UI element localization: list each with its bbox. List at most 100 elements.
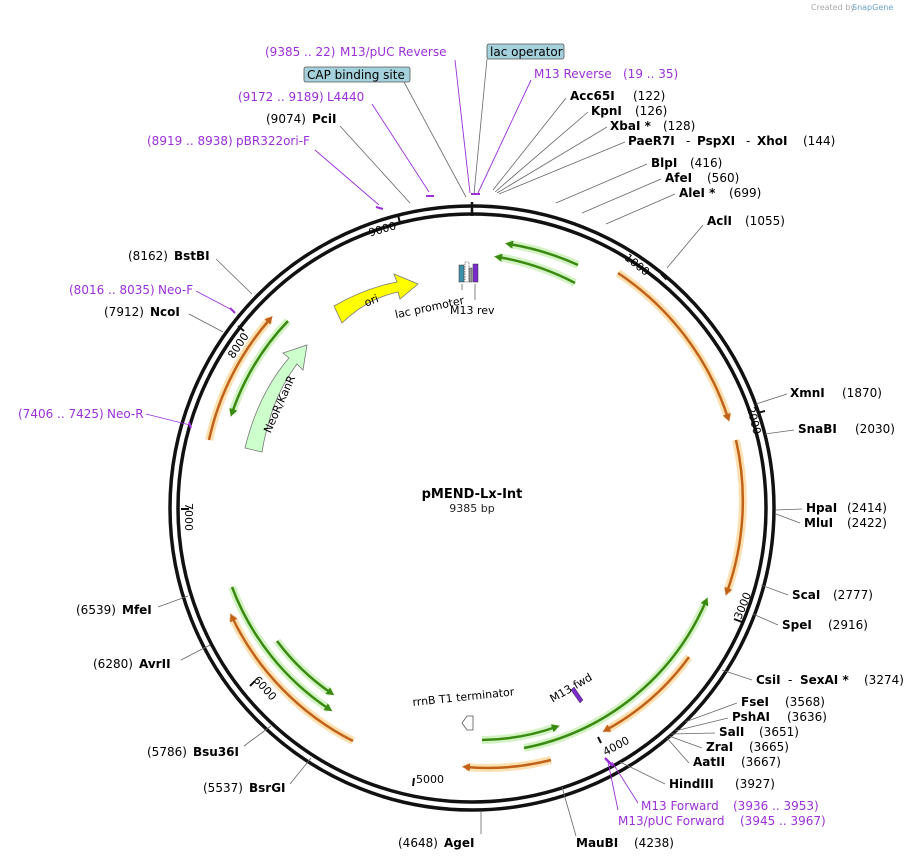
primer-neo-r[interactable]: (7406 .. 7425) Neo-R	[18, 407, 144, 421]
enzyme-spei-pos: (2916)	[828, 618, 868, 632]
primer-pbr322ori-f-name: pBR322ori-F	[236, 134, 310, 148]
cap-binding-site-box[interactable]: CAP binding site	[303, 66, 411, 83]
svg-text:-: -	[686, 134, 690, 148]
primer-neo-r-name: Neo-R	[107, 407, 144, 421]
enzyme-fsei[interactable]: FseI (3568)	[741, 695, 825, 709]
enzyme-hindiii[interactable]: HindIII (3927)	[669, 777, 775, 791]
primer-m13-reverse[interactable]: M13 Reverse (19 .. 35)	[534, 67, 678, 81]
enzyme-paer7i-pspxi-xhoi[interactable]: PaeR7I - PspXI - XhoI (144)	[628, 134, 835, 148]
feature-arc-right-orange-1[interactable]	[615, 269, 732, 422]
cap-leader	[403, 81, 467, 198]
enzyme-blpi-leader	[555, 163, 648, 204]
feature-arc-leftlow-green-2[interactable]	[273, 638, 335, 697]
m13-fwd-label: M13 fwd	[548, 671, 595, 706]
enzyme-alei-name: AleI *	[679, 186, 716, 200]
lac-operator-box[interactable]: lac operator	[486, 43, 565, 60]
enzyme-scai-leader	[760, 584, 789, 596]
enzyme-agei[interactable]: (4648) AgeI	[398, 836, 474, 850]
enzyme-alei[interactable]: AleI * (699)	[679, 186, 761, 200]
feature-arc-leftlow-orange[interactable]	[228, 613, 355, 745]
enzyme-sali[interactable]: SalI (3651)	[719, 725, 799, 739]
primer-pbr322ori-f[interactable]: (8919 .. 8938) pBR322ori-F	[147, 134, 310, 148]
tick-label-4000: 4000	[601, 734, 632, 759]
enzyme-sali-pos: (3651)	[759, 725, 799, 739]
primer-m13-forward-name: M13 Forward	[641, 799, 719, 813]
lac-operator-label: lac operator	[490, 45, 563, 59]
enzyme-afei[interactable]: AfeI (560)	[665, 171, 739, 185]
enzyme-bstbi-name: BstBI	[174, 249, 210, 263]
enzyme-sexai-name: SexAI *	[800, 673, 849, 687]
enzyme-zrai[interactable]: ZraI (3665)	[706, 740, 789, 754]
enzyme-xbai-pos: (128)	[663, 119, 695, 133]
enzyme-zrai-pos: (3665)	[749, 740, 789, 754]
lac-cluster[interactable]	[458, 261, 479, 283]
enzyme-xmni-leader	[755, 393, 788, 405]
enzyme-csii-sexai[interactable]: CsiI - SexAI * (3274)	[756, 673, 904, 687]
tick-label-5000: 5000	[416, 773, 444, 786]
enzyme-blpi[interactable]: BlpI (416)	[651, 156, 722, 170]
enzyme-snabi-name: SnaBI	[798, 422, 837, 436]
feature-arc-bottom-green[interactable]	[481, 723, 560, 744]
enzyme-acli-leader	[666, 224, 704, 269]
primer-m13-puc-forward[interactable]: M13/pUC Forward (3945 .. 3967)	[618, 814, 826, 828]
enzyme-bstbi[interactable]: (8162) BstBI	[128, 249, 210, 263]
primer-m13-forward-range: (3936 .. 3953)	[733, 799, 819, 813]
primer-l4440[interactable]: (9172 .. 9189) L4440	[238, 90, 364, 104]
enzyme-bsu36i-name: Bsu36I	[193, 745, 239, 759]
enzyme-aatii[interactable]: AatII (3667)	[693, 755, 781, 769]
primer-neo-f[interactable]: (8016 .. 8035) Neo-F	[69, 283, 193, 297]
enzyme-xmni[interactable]: XmnI (1870)	[790, 386, 882, 400]
enzyme-kpni[interactable]: KpnI (126)	[591, 104, 667, 118]
enzyme-acli[interactable]: AclI (1055)	[707, 214, 785, 228]
feature-arc-leftup-orange[interactable]	[205, 315, 274, 441]
enzyme-acli-name: AclI	[707, 214, 732, 228]
enzyme-scai[interactable]: ScaI (2777)	[792, 588, 873, 602]
enzyme-bstbi-pos: (8162)	[128, 249, 168, 263]
feature-arc-top-1[interactable]	[505, 240, 580, 269]
feature-arc-top-2[interactable]	[494, 253, 577, 287]
enzyme-avrii[interactable]: (6280) AvrII	[93, 657, 171, 671]
enzyme-maubi[interactable]: MauBI (4238)	[576, 836, 674, 850]
ori-feature[interactable]: ori	[333, 273, 419, 324]
enzyme-alei-leader	[605, 193, 676, 225]
m13-reverse-leader	[477, 79, 532, 194]
enzyme-mfei[interactable]: (6539) MfeI	[76, 603, 152, 617]
feature-arc-right-orange-2[interactable]	[723, 439, 747, 596]
enzyme-kpni-pos: (126)	[635, 104, 667, 118]
enzyme-snabi[interactable]: SnaBI (2030)	[798, 422, 895, 436]
enzyme-aatii-name: AatII	[693, 755, 725, 769]
enzyme-sali-name: SalI	[719, 725, 744, 739]
feature-arc-lower-green-1[interactable]	[523, 597, 710, 752]
enzyme-aatii-pos: (3667)	[741, 755, 781, 769]
enzyme-mfei-name: MfeI	[122, 603, 152, 617]
feature-arc-leftlow-green-1[interactable]	[228, 585, 333, 713]
enzyme-mlui[interactable]: MluI (2422)	[804, 516, 887, 530]
neo-f-leader	[195, 290, 235, 312]
m13-forward-leader	[611, 761, 639, 804]
enzyme-hpai[interactable]: HpaI (2414)	[806, 501, 887, 515]
enzyme-bsu36i[interactable]: (5786) Bsu36I	[147, 745, 239, 759]
primer-m13-puc-reverse[interactable]: (9385 .. 22) M13/pUC Reverse	[265, 45, 447, 59]
primer-m13-puc-reverse-range: (9385 .. 22)	[265, 45, 335, 59]
enzyme-csii-pos: (3274)	[864, 673, 904, 687]
feature-arc-bottom-orange[interactable]	[462, 756, 552, 772]
enzyme-mfei-pos: (6539)	[76, 603, 116, 617]
enzyme-xbai[interactable]: XbaI * (128)	[610, 119, 695, 133]
enzyme-paer7i-name: PaeR7I	[628, 134, 675, 148]
feature-arc-leftup-green[interactable]	[228, 318, 291, 417]
enzyme-ncoi[interactable]: (7912) NcoI	[104, 305, 180, 319]
enzyme-pcii[interactable]: (9074) PciI	[266, 112, 337, 126]
feature-arc-lower-orange-1[interactable]	[602, 654, 693, 734]
enzyme-spei[interactable]: SpeI (2916)	[782, 618, 868, 632]
primer-m13-puc-reverse-name: M13/pUC Reverse	[340, 45, 447, 59]
primer-m13-forward[interactable]: M13 Forward (3936 .. 3953)	[641, 799, 819, 813]
rrnb-terminator-label: rrnB T1 terminator	[412, 685, 516, 709]
enzyme-bsrgi[interactable]: (5537) BsrGI	[203, 781, 286, 795]
m13-fwd-feature[interactable]	[570, 686, 584, 704]
enzyme-maubi-name: MauBI	[576, 836, 618, 850]
enzyme-pshai[interactable]: PshAI (3636)	[732, 710, 827, 724]
enzyme-acc65i[interactable]: Acc65I (122)	[570, 89, 665, 103]
rrnb-terminator-feature[interactable]	[461, 715, 474, 731]
enzyme-blpi-pos: (416)	[690, 156, 722, 170]
